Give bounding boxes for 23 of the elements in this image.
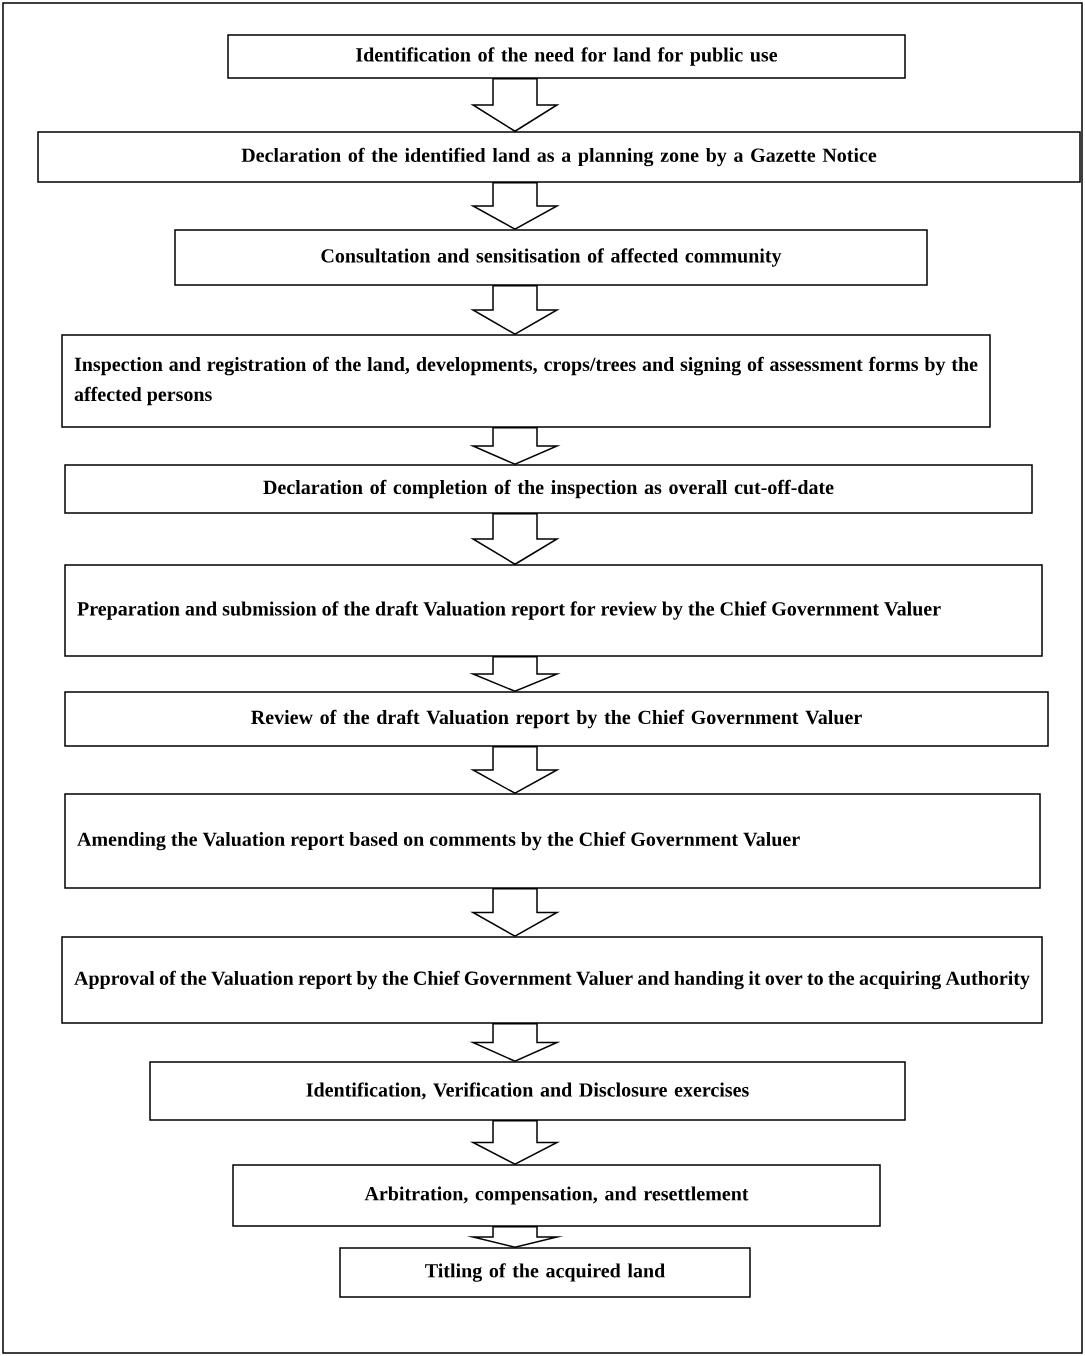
block-arrow bbox=[470, 888, 560, 938]
process-box: Review of the draft Valuation report by the Chief Government Valuer bbox=[64, 691, 1049, 747]
block-arrow bbox=[469, 656, 561, 693]
block-arrow bbox=[469, 427, 561, 466]
process-box: Preparation and submission of the draft Valuation report for review by the Chief Government Valuer bbox=[64, 564, 1043, 657]
process-box: Inspection and registration of the land, developments, crops/trees and signing of assessment forms by the affected persons bbox=[61, 334, 991, 428]
block-arrow bbox=[470, 513, 560, 566]
block-arrow bbox=[470, 78, 560, 133]
block-arrow bbox=[470, 182, 560, 231]
block-arrow bbox=[469, 1120, 561, 1166]
process-box: Declaration of completion of the inspection as overall cut-off-date bbox=[64, 464, 1033, 514]
block-arrow bbox=[470, 746, 560, 795]
process-box: Declaration of the identified land as a planning zone by a Gazette Notice bbox=[37, 131, 1081, 183]
process-box: Consultation and sensitisation of affected community bbox=[174, 229, 928, 286]
process-box: Arbitration, compensation, and resettlement bbox=[232, 1164, 881, 1227]
process-box: Approval of the Valuation report by the Chief Government Valuer and handing it over to the acquiring Authority bbox=[61, 936, 1043, 1024]
block-arrow bbox=[470, 285, 560, 336]
block-arrow bbox=[469, 1023, 561, 1063]
process-box: Amending the Valuation report based on comments by the Chief Government Valuer bbox=[64, 793, 1041, 889]
process-box: Titling of the acquired land bbox=[339, 1247, 751, 1298]
process-box: Identification of the need for land for public use bbox=[227, 34, 906, 79]
process-box: Identification, Verification and Disclosure exercises bbox=[149, 1061, 906, 1121]
block-arrow bbox=[466, 1226, 564, 1249]
